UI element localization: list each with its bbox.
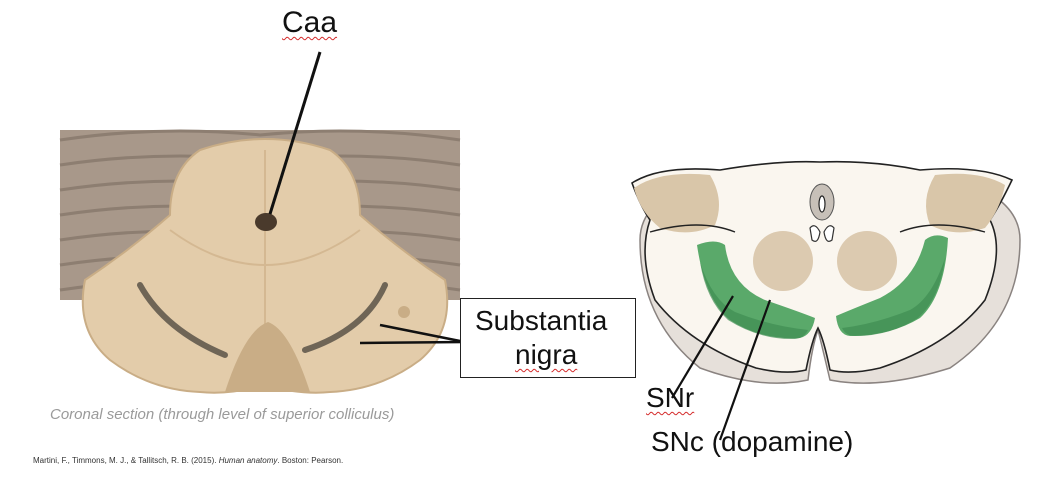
sn-pointer-line-1 <box>379 323 466 344</box>
left-tan-region <box>634 173 719 233</box>
sn-pointer-line-2 <box>359 340 466 345</box>
midbrain-section <box>81 138 449 394</box>
label-snr: SNr <box>646 382 695 413</box>
citation: Martini, F., Timmons, M. J., & Tallitsch… <box>33 456 343 465</box>
left-snr-band <box>700 262 808 340</box>
citation-publisher: . Boston: Pearson. <box>277 456 344 465</box>
substantia-nigra-left-band <box>137 282 228 358</box>
citation-title: Human anatomy <box>218 456 278 465</box>
citation-authors: Martini, F., Timmons, M. J., & Tallitsch… <box>33 456 219 465</box>
right-tan-region <box>926 173 1005 233</box>
substantia-nigra-right-band <box>302 282 388 353</box>
label-nigra: nigra <box>515 339 578 370</box>
aqueduct-hole <box>255 213 277 231</box>
label-snc: SNc (dopamine) <box>651 426 854 457</box>
caa-pointer-line <box>268 51 322 215</box>
right-snr-band <box>842 258 945 336</box>
label-caa: Caa <box>282 6 338 39</box>
figure-caption: Coronal section (through level of superi… <box>50 406 395 423</box>
right-red-nucleus <box>837 231 897 291</box>
snc-pointer-line <box>718 299 772 441</box>
label-substantia: Substantia <box>475 305 608 336</box>
snr-pointer-line <box>671 295 734 399</box>
left-red-nucleus <box>753 231 813 291</box>
substantia-nigra-label-box: Substantia nigra <box>460 298 636 378</box>
